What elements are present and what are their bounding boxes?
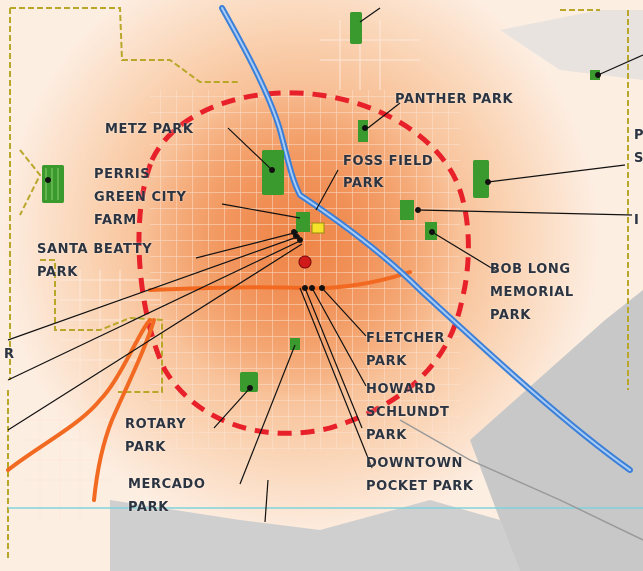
gray-area-ne: [500, 10, 643, 80]
city-limit-lines: [7, 7, 629, 560]
label-edge-p: P: [634, 128, 643, 143]
label-edge-i: I: [634, 213, 640, 228]
leader-lines: [7, 7, 643, 523]
gray-area-south: [110, 500, 520, 571]
label-santa-beatty-1: SANTA BEATTY: [37, 242, 153, 257]
label-foss-field-1: FOSS FIELD: [343, 154, 434, 169]
label-howard-3: PARK: [366, 428, 407, 443]
label-downtown-2: POCKET PARK: [366, 479, 474, 494]
label-santa-beatty-2: PARK: [37, 265, 78, 280]
leader-dots: [45, 72, 601, 391]
label-bob-long-3: PARK: [490, 308, 531, 323]
arterial-roads: [6, 270, 412, 502]
park-foss-field: [473, 160, 489, 198]
label-panther-park: PANTHER PARK: [395, 92, 514, 107]
park-rotary: [240, 372, 258, 392]
park-panther: [358, 120, 368, 142]
park-perris-green: [42, 165, 64, 203]
label-downtown-1: DOWNTOWN: [366, 456, 463, 471]
rail-line-2: [399, 419, 643, 541]
park-bob-long-a: [400, 200, 414, 220]
park-north: [350, 12, 362, 44]
label-fletcher-1: FLETCHER: [366, 331, 446, 346]
label-fletcher-2: PARK: [366, 354, 407, 369]
label-metz-park: METZ PARK: [105, 122, 194, 137]
label-rotary-2: PARK: [125, 440, 166, 455]
label-perris-3: FARM: [94, 213, 137, 228]
label-edge-r: R: [4, 347, 15, 362]
city-center-marker: [298, 255, 312, 269]
label-mercado-2: PARK: [128, 500, 169, 515]
label-foss-field-2: PARK: [343, 176, 384, 191]
label-howard-2: SCHLUNDT: [366, 405, 450, 420]
street-grid-extra: [20, 20, 420, 520]
label-perris-1: PERRIS: [94, 167, 151, 182]
gray-area-east: [470, 290, 643, 571]
park-fletcher: [290, 338, 300, 350]
label-howard-1: HOWARD: [366, 382, 437, 397]
label-bob-long-1: BOB LONG: [490, 262, 571, 277]
label-rotary-1: ROTARY: [125, 417, 187, 432]
highway: [219, 5, 633, 473]
label-bob-long-2: MEMORIAL: [490, 285, 574, 300]
label-mercado-1: MERCADO: [128, 477, 206, 492]
park-stripes: [45, 168, 59, 200]
service-boundary: [136, 90, 471, 436]
yellow-marker: [311, 222, 325, 234]
park-downtown-a: [296, 212, 310, 232]
label-edge-s: S: [634, 151, 643, 166]
label-perris-2: GREEN CITY: [94, 190, 187, 205]
